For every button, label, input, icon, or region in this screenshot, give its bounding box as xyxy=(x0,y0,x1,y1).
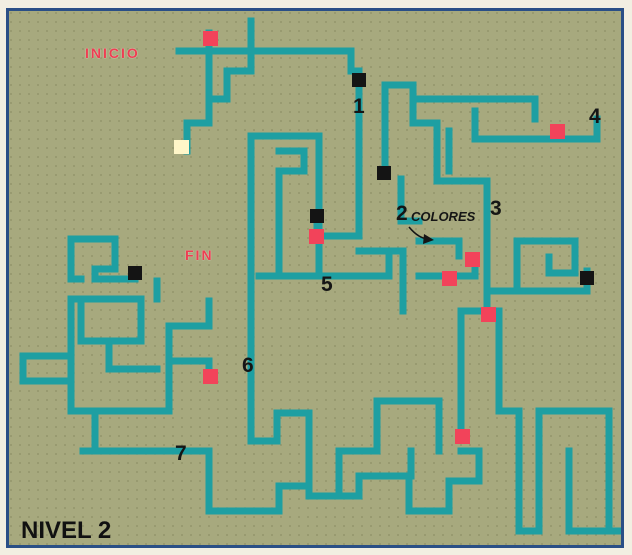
checkpoint-7: 7 xyxy=(175,442,187,466)
black-square xyxy=(377,166,391,180)
red-square xyxy=(465,252,480,267)
level-label: NIVEL 2 xyxy=(21,517,111,545)
red-square xyxy=(550,124,565,139)
red-square xyxy=(309,229,324,244)
black-square xyxy=(352,73,366,87)
finish-label: FIN xyxy=(185,247,214,263)
red-square xyxy=(203,31,218,46)
red-square xyxy=(203,369,218,384)
checkpoint-2: 2 xyxy=(396,202,408,226)
black-square xyxy=(580,271,594,285)
checkpoint-4: 4 xyxy=(589,105,601,129)
checkpoint-3: 3 xyxy=(490,197,502,221)
red-square xyxy=(481,307,496,322)
start-label: INICIO xyxy=(85,45,140,61)
red-square xyxy=(455,429,470,444)
checkpoint-6: 6 xyxy=(242,354,254,378)
colors-label: COLORES xyxy=(411,209,475,224)
black-square xyxy=(128,266,142,280)
yellow-square xyxy=(174,140,189,154)
checkpoint-1: 1 xyxy=(353,95,365,119)
black-square xyxy=(310,209,324,223)
maze xyxy=(9,11,621,545)
red-square xyxy=(442,271,457,286)
checkpoint-5: 5 xyxy=(321,273,333,297)
maze-board: INICIO FIN COLORES 1 2 3 4 5 6 7 NIVEL 2 xyxy=(6,8,624,548)
